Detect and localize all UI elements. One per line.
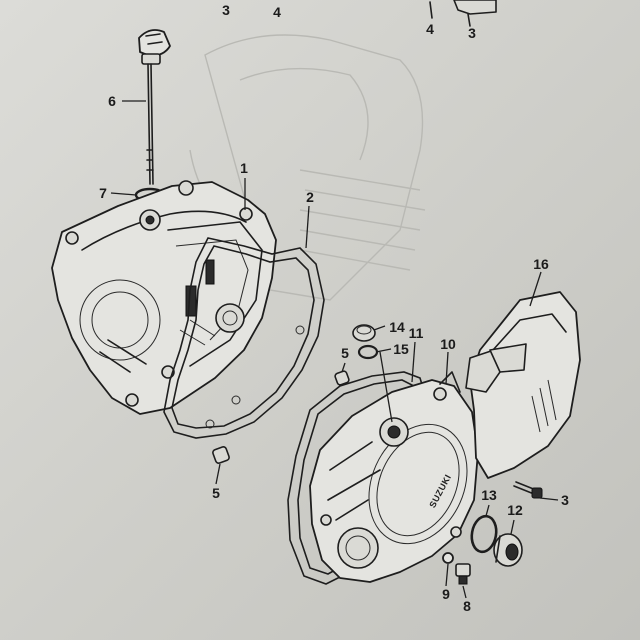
oil-dipstick-part-6 <box>138 29 171 185</box>
callout-10: 10 <box>440 336 456 352</box>
leader-lines <box>110 100 559 599</box>
dowel-pin-part-5-right <box>334 370 350 386</box>
plug-part-14 <box>352 324 376 342</box>
bolt-part-3-right <box>513 481 543 499</box>
callout-9: 9 <box>442 586 450 602</box>
callout-8: 8 <box>463 598 471 614</box>
magneto-cover-part-10 <box>309 371 479 583</box>
callout-12: 12 <box>507 502 523 518</box>
callout-1: 1 <box>240 160 248 176</box>
callout-4-topright: 4 <box>426 21 434 37</box>
callout-3-right: 3 <box>561 492 569 508</box>
callout-7: 7 <box>99 185 107 201</box>
callout-16: 16 <box>533 256 549 272</box>
callout-11: 11 <box>408 325 424 341</box>
callout-4-top: 4 <box>273 4 281 20</box>
callout-2: 2 <box>306 189 314 205</box>
gasket-part-2 <box>163 237 325 439</box>
drain-bolt-part-8 <box>455 563 471 585</box>
dowel-pin-part-5-left <box>212 446 230 464</box>
callout-5-mid: 5 <box>341 345 349 361</box>
callout-3-top: 3 <box>222 2 230 18</box>
crankcase-part-1 <box>51 180 277 415</box>
oil-seal-part-13 <box>470 514 498 554</box>
cap-part-12 <box>493 533 523 567</box>
callout-14: 14 <box>389 319 405 335</box>
top-partial-parts <box>429 0 497 27</box>
washer-part-9 <box>442 552 454 564</box>
sprocket-cover-part-16 <box>465 291 581 479</box>
callout-13: 13 <box>481 487 497 503</box>
callout-15: 15 <box>393 341 409 357</box>
callout-3-topright: 3 <box>468 25 476 41</box>
callout-5-bottom: 5 <box>212 485 220 501</box>
o-ring-part-15 <box>357 344 379 360</box>
callout-6: 6 <box>108 93 116 109</box>
